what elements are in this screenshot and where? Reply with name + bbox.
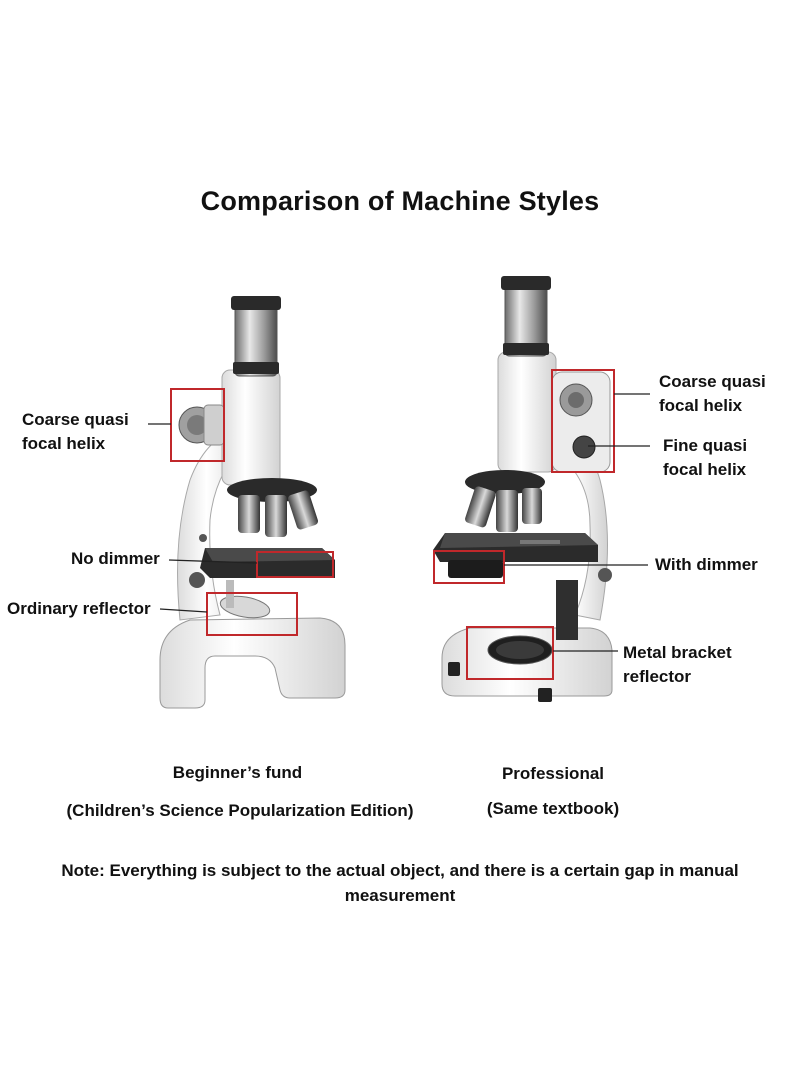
note-text: Note: Everything is subject to the actua… [61, 861, 739, 905]
left-dimmer-highlight [256, 551, 334, 578]
right-coarse-label: Coarse quasi focal helix [659, 372, 766, 415]
right-reflector-highlight [466, 626, 554, 680]
left-coarse-highlight [170, 388, 225, 462]
right-fine-label: Fine quasi focal helix [663, 436, 748, 479]
left-dimmer-label: No dimmer [71, 549, 160, 568]
right-dimmer-highlight [433, 550, 505, 584]
right-dimmer-label: With dimmer [655, 555, 758, 574]
left-caption-title: Beginner’s fund [172, 763, 303, 782]
right-caption-subtitle: (Same textbook) [486, 799, 620, 818]
left-scope [159, 296, 346, 709]
right-caption-title: Professional [501, 764, 605, 783]
page-title: Comparison of Machine Styles [200, 186, 600, 216]
left-caption-subtitle: (Children’s Science Popularization Editi… [66, 801, 414, 820]
right-coarse-highlight [551, 369, 615, 473]
right-scope [433, 276, 613, 702]
left-coarse-label: Coarse quasi focal helix [22, 410, 129, 453]
right-reflector-label: Metal bracket reflector [623, 643, 732, 686]
left-reflector-label: Ordinary reflector [7, 599, 151, 618]
left-reflector-highlight [206, 592, 298, 636]
